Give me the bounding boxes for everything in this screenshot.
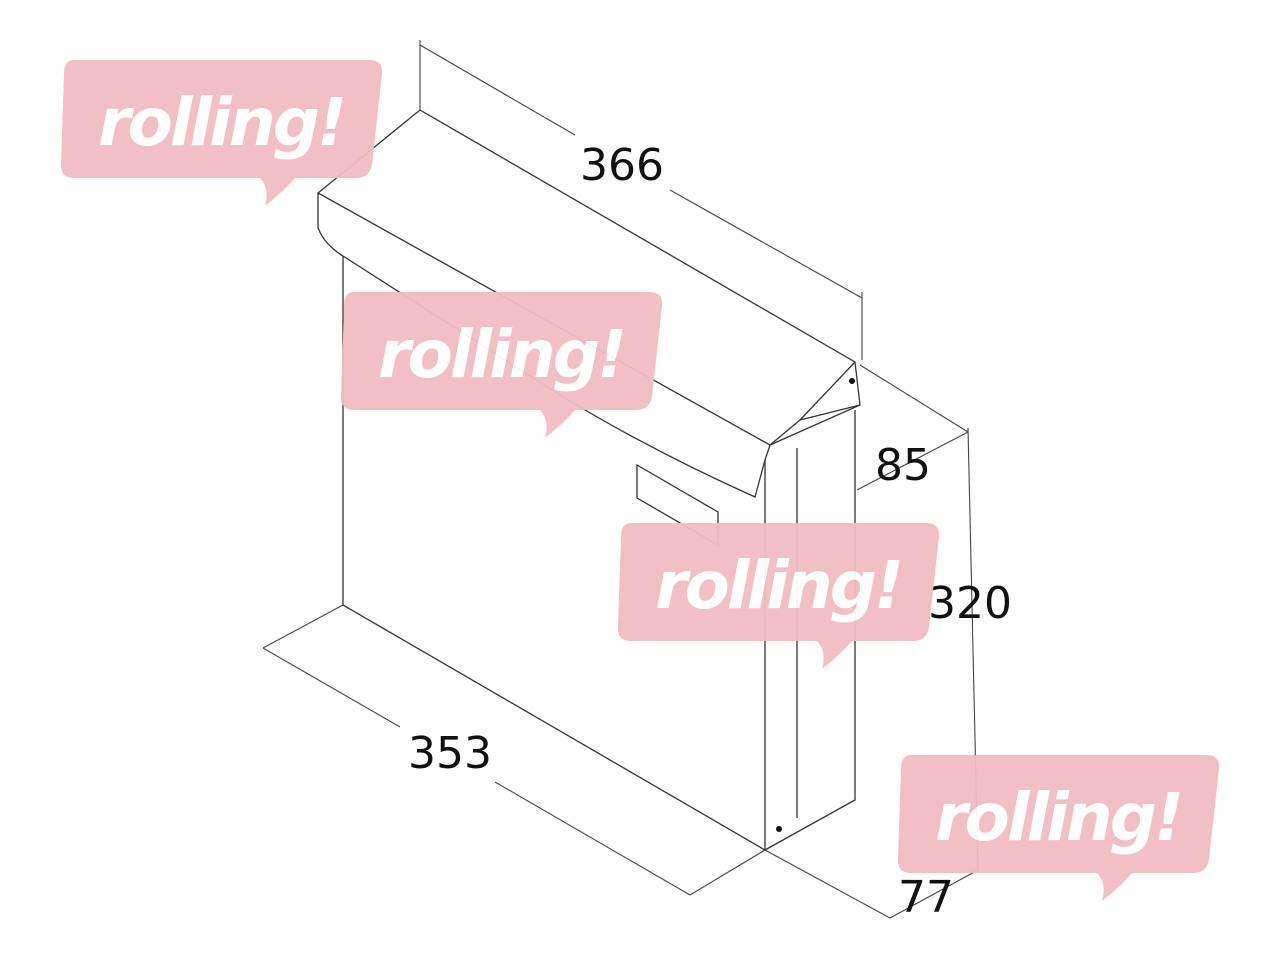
lid-top	[316, 109, 861, 446]
dim-depth-top: 85	[875, 440, 931, 491]
watermarks: rolling! rolling! rolling! rolling!	[60, 60, 1220, 901]
mailbox-outline	[316, 109, 861, 852]
watermark-logo: rolling!	[617, 523, 940, 669]
svg-text:rolling!: rolling!	[378, 316, 624, 393]
watermark-logo: rolling!	[60, 60, 383, 206]
body-front	[342, 256, 766, 852]
dim-height: 320	[928, 578, 1012, 629]
watermark-logo: rolling!	[340, 292, 663, 438]
dim-depth-bottom: 77	[898, 872, 954, 923]
svg-text:rolling!: rolling!	[98, 84, 344, 161]
lid-front	[317, 193, 771, 498]
svg-text:rolling!: rolling!	[935, 779, 1181, 856]
watermark-logo: rolling!	[897, 755, 1220, 901]
dim-length-bottom: 353	[408, 728, 492, 779]
svg-text:rolling!: rolling!	[655, 547, 901, 624]
screw-top	[849, 378, 855, 384]
lid-ridge	[769, 361, 861, 446]
screw-bottom	[776, 826, 782, 832]
dim-length-top: 366	[580, 140, 664, 191]
